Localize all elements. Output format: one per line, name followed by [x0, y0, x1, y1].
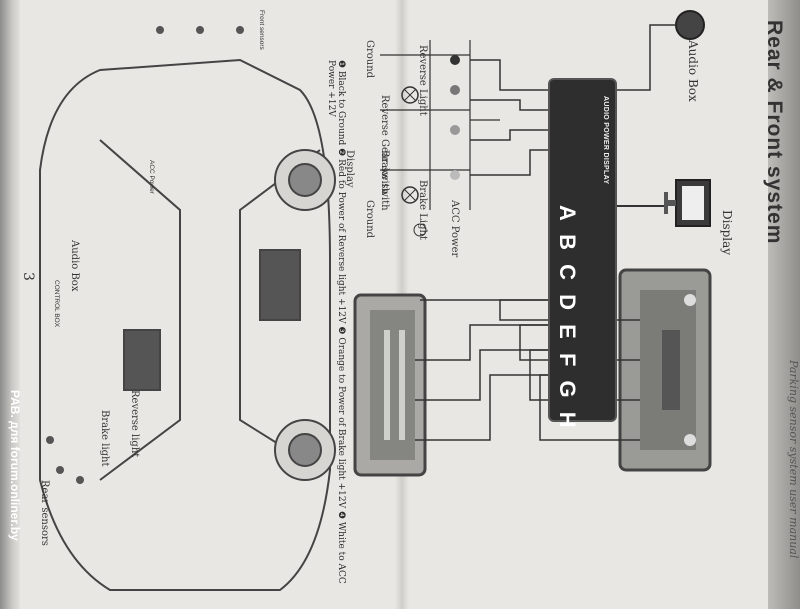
rear-sensors-markers	[46, 436, 84, 484]
reverse-light-label: Reverse Light	[417, 45, 428, 116]
brake-light-bulb	[401, 186, 419, 204]
brake-light-label: Brake Light	[417, 180, 428, 240]
acc-power-symbol	[413, 223, 427, 237]
page-right-edge	[768, 0, 800, 609]
ground-label-right: Ground	[364, 200, 375, 239]
car-drawing	[39, 58, 336, 591]
wire-number-badges	[450, 55, 460, 180]
power-wiring	[380, 40, 500, 210]
audio-box-label-top: Audio Box	[686, 40, 700, 102]
brake-switch-label: Brake swith	[379, 150, 390, 211]
control-box-label-car: CONTROL BOX	[53, 280, 60, 328]
control-box-ports-label: AUDIO POWER DISPLAY	[602, 96, 609, 185]
front-car-photo	[353, 293, 427, 477]
front-sensors-label: Front sensors	[258, 10, 265, 50]
page-spine	[0, 0, 20, 609]
audio-box-icon	[675, 10, 705, 40]
display-label-top: Display	[720, 210, 734, 256]
display-icon-top	[664, 179, 711, 227]
ground-label-left: Ground	[364, 40, 375, 79]
reverse-light-bulb	[401, 86, 419, 104]
reverse-light-label-car: Reverse light	[129, 390, 140, 458]
acc-power-label: ACC Power	[449, 200, 460, 258]
acc-power-label-car: ACC Power	[148, 160, 155, 194]
rear-car-photo	[618, 268, 712, 472]
brake-light-label-car: Brake light	[99, 410, 110, 467]
display-label-car: Display	[344, 150, 355, 188]
wire-color-note: ❶ Black to Ground ❷ Red to Power of Reve…	[326, 60, 346, 584]
port-letters: A B C D E F G H	[555, 205, 580, 432]
front-sensors-markers	[156, 26, 244, 34]
watermark: PAB. для forum.onliner.by	[8, 390, 22, 541]
rear-sensors-label: Rear sensors	[39, 480, 50, 546]
audio-box-label-car: Audio Box	[69, 240, 80, 292]
page-number: 3	[20, 272, 36, 281]
